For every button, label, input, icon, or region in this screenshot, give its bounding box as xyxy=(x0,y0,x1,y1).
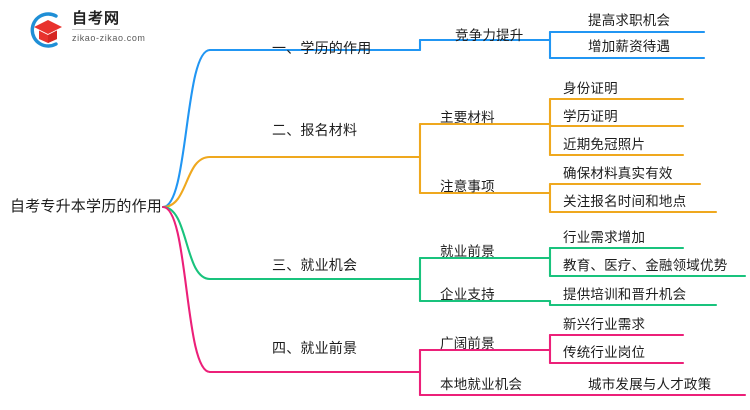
mindmap-node-level2-1-1[interactable]: 注意事项 xyxy=(440,179,495,194)
logo-domain: zikao-zikao.com xyxy=(72,33,146,43)
connector-root-to-branch-3 xyxy=(161,205,212,374)
mindmap-node-level1-2[interactable]: 三、就业机会 xyxy=(272,257,358,273)
mindmap-node-leaf-2-1-0[interactable]: 提供培训和晋升机会 xyxy=(563,287,687,302)
mindmap-node-leaf-1-0-1[interactable]: 学历证明 xyxy=(563,109,618,124)
mindmap-node-leaf-1-0-0[interactable]: 身份证明 xyxy=(563,81,618,96)
mindmap-node-level2-0-0[interactable]: 竞争力提升 xyxy=(455,28,524,43)
mindmap-node-leaf-1-1-1[interactable]: 关注报名时间和地点 xyxy=(563,194,687,209)
mindmap-node-leaf-2-0-0[interactable]: 行业需求增加 xyxy=(563,230,646,245)
site-logo[interactable]: 自考网 zikao-zikao.com xyxy=(26,6,216,54)
mindmap-node-level2-2-0[interactable]: 就业前景 xyxy=(440,244,495,259)
graduation-cap-icon xyxy=(30,12,62,48)
mindmap-node-leaf-0-0-1[interactable]: 增加薪资待遇 xyxy=(588,39,671,54)
mindmap-node-level2-1-0[interactable]: 主要材料 xyxy=(440,110,495,125)
mindmap-node-level1-1[interactable]: 二、报名材料 xyxy=(272,122,358,138)
mindmap-node-leaf-1-0-2[interactable]: 近期免冠照片 xyxy=(563,137,646,152)
mindmap-node-leaf-3-0-0[interactable]: 新兴行业需求 xyxy=(563,317,646,332)
mindmap-node-level2-3-1[interactable]: 本地就业机会 xyxy=(440,377,523,392)
mindmap-root-node[interactable]: 自考专升本学历的作用 xyxy=(10,198,163,215)
mindmap-node-leaf-2-0-1[interactable]: 教育、医疗、金融领域优势 xyxy=(563,258,728,273)
mindmap-node-level1-3[interactable]: 四、就业前景 xyxy=(272,340,358,356)
mindmap-node-level2-2-1[interactable]: 企业支持 xyxy=(440,287,495,302)
connector-root-to-branch-0 xyxy=(161,48,212,209)
mindmap-node-leaf-3-1-0[interactable]: 城市发展与人才政策 xyxy=(588,377,712,392)
mindmap-node-leaf-0-0-0[interactable]: 提高求职机会 xyxy=(588,13,671,28)
mindmap-node-level1-0[interactable]: 一、学历的作用 xyxy=(272,40,372,56)
connector-root-to-branch-2 xyxy=(161,205,212,281)
mindmap-node-leaf-3-0-1[interactable]: 传统行业岗位 xyxy=(563,345,646,360)
mindmap-node-level2-3-0[interactable]: 广阔前景 xyxy=(440,336,495,351)
connector-root-to-branch-1 xyxy=(161,155,212,209)
mindmap-node-leaf-1-1-0[interactable]: 确保材料真实有效 xyxy=(563,166,673,181)
logo-title: 自考网 xyxy=(72,11,121,30)
logo-text: 自考网 zikao-zikao.com xyxy=(72,10,212,43)
